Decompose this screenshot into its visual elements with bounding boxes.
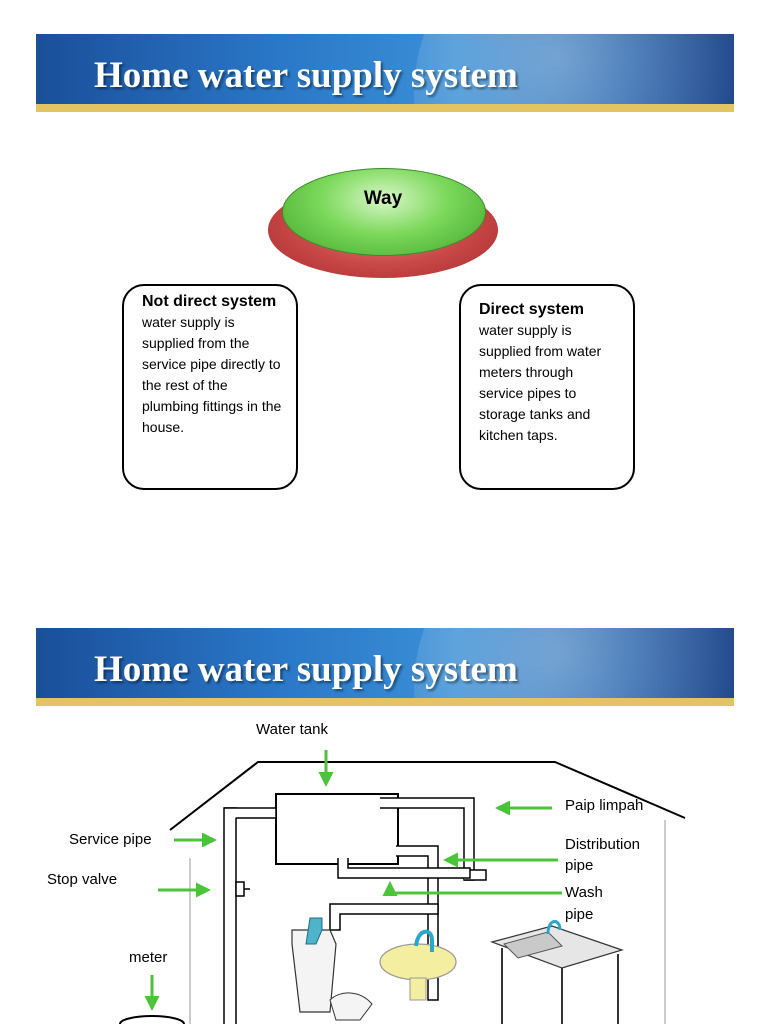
meter-shape bbox=[119, 1015, 185, 1024]
distribution-pipe-label-2: pipe bbox=[565, 857, 594, 874]
water-tank-shape bbox=[275, 793, 399, 865]
slide1-banner: Home water supply system bbox=[36, 34, 734, 112]
house-roof bbox=[169, 761, 686, 831]
way-button[interactable]: Way bbox=[268, 160, 498, 280]
direct-heading: Direct system bbox=[479, 301, 584, 318]
paip-limpah-label: Paip limpah bbox=[565, 797, 644, 814]
service-pipe-label: Service pipe bbox=[69, 831, 152, 848]
tap-icon bbox=[414, 929, 434, 952]
direct-card: Direct system water supply is supplied f… bbox=[459, 284, 635, 490]
service-pipe-top bbox=[224, 807, 277, 819]
toilet-shape bbox=[291, 929, 337, 1013]
globe-graphic bbox=[414, 34, 734, 112]
wash-pipe-label-1: Wash bbox=[565, 884, 603, 901]
not-direct-card: Not direct system water supply is suppli… bbox=[122, 284, 298, 490]
wash-basin-shape bbox=[379, 943, 457, 981]
way-label: Way bbox=[363, 188, 403, 209]
meter-label: meter bbox=[129, 949, 168, 966]
globe-graphic bbox=[414, 628, 734, 706]
way-button-top bbox=[282, 168, 486, 256]
not-direct-body: water supply is supplied from the servic… bbox=[142, 314, 282, 435]
direct-body: water supply is supplied from water mete… bbox=[479, 322, 602, 443]
slide2-banner: Home water supply system bbox=[36, 628, 734, 706]
distribution-pipe-shape bbox=[396, 845, 439, 1001]
distribution-pipe-label-1: Distribution bbox=[565, 836, 641, 853]
arrow-wash-pipe bbox=[382, 881, 562, 896]
water-tank-label: Water tank bbox=[256, 721, 328, 738]
kitchen-tap-icon bbox=[546, 920, 562, 935]
stop-valve-shape bbox=[235, 881, 245, 897]
slide1-title: Home water supply system bbox=[94, 55, 518, 96]
wash-pipe-label-2: pipe bbox=[565, 906, 594, 923]
service-pipe-shape bbox=[223, 807, 237, 1024]
not-direct-heading: Not direct system bbox=[142, 293, 277, 310]
stop-valve-label: Stop valve bbox=[47, 871, 118, 888]
slide2-title: Home water supply system bbox=[94, 649, 518, 690]
